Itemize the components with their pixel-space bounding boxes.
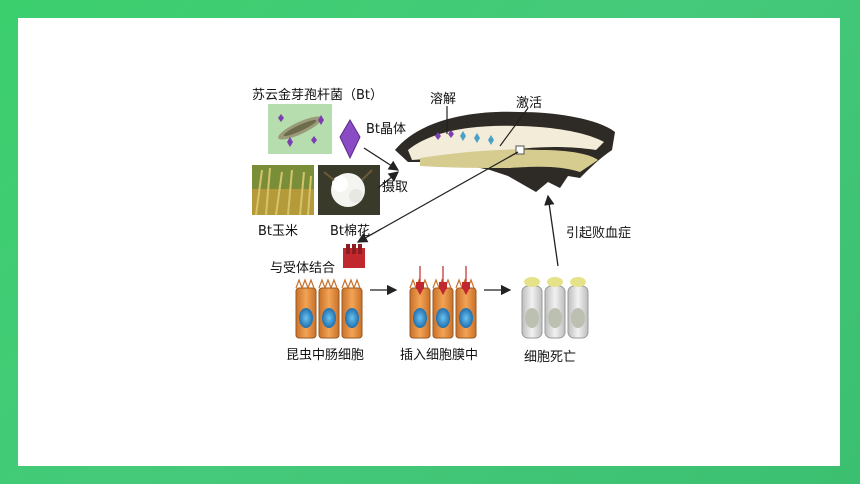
bt-cotton-photo bbox=[318, 165, 380, 215]
insect-midgut-cells bbox=[295, 278, 363, 339]
slide-panel bbox=[18, 18, 840, 466]
arrow-to-receptor bbox=[356, 151, 519, 243]
bt-crystal-icon bbox=[339, 119, 361, 160]
caterpillar-gut-illustration bbox=[395, 111, 615, 192]
bt-corn-photo bbox=[252, 165, 314, 216]
label-death: 细胞死亡 bbox=[524, 350, 577, 365]
label-sepsis: 引起败血症 bbox=[566, 226, 632, 241]
label-crystal: Bt晶体 bbox=[366, 122, 407, 137]
arrow-ingest bbox=[377, 171, 400, 189]
label-corn: Bt玉米 bbox=[258, 224, 299, 239]
label-dissolve: 溶解 bbox=[430, 92, 457, 107]
label-cotton: Bt棉花 bbox=[330, 224, 371, 239]
receptor-icon bbox=[343, 244, 365, 268]
label-activate: 激活 bbox=[516, 96, 543, 111]
label-bind: 与受体结合 bbox=[270, 261, 336, 276]
label-ingest: 摄取 bbox=[382, 180, 409, 195]
toxin-inserted-cells bbox=[409, 266, 477, 339]
bacterium-micrograph bbox=[268, 104, 332, 154]
pointer-activate bbox=[499, 107, 529, 147]
arrow-crystal-to-caterpillar bbox=[363, 147, 400, 171]
dead-cells bbox=[521, 277, 589, 339]
arrow-sepsis bbox=[544, 194, 559, 267]
label-insert: 插入细胞膜中 bbox=[400, 348, 479, 363]
label-bacterium: 苏云金芽孢杆菌（Bt） bbox=[252, 88, 384, 103]
label-gut-cells: 昆虫中肠细胞 bbox=[286, 348, 365, 363]
